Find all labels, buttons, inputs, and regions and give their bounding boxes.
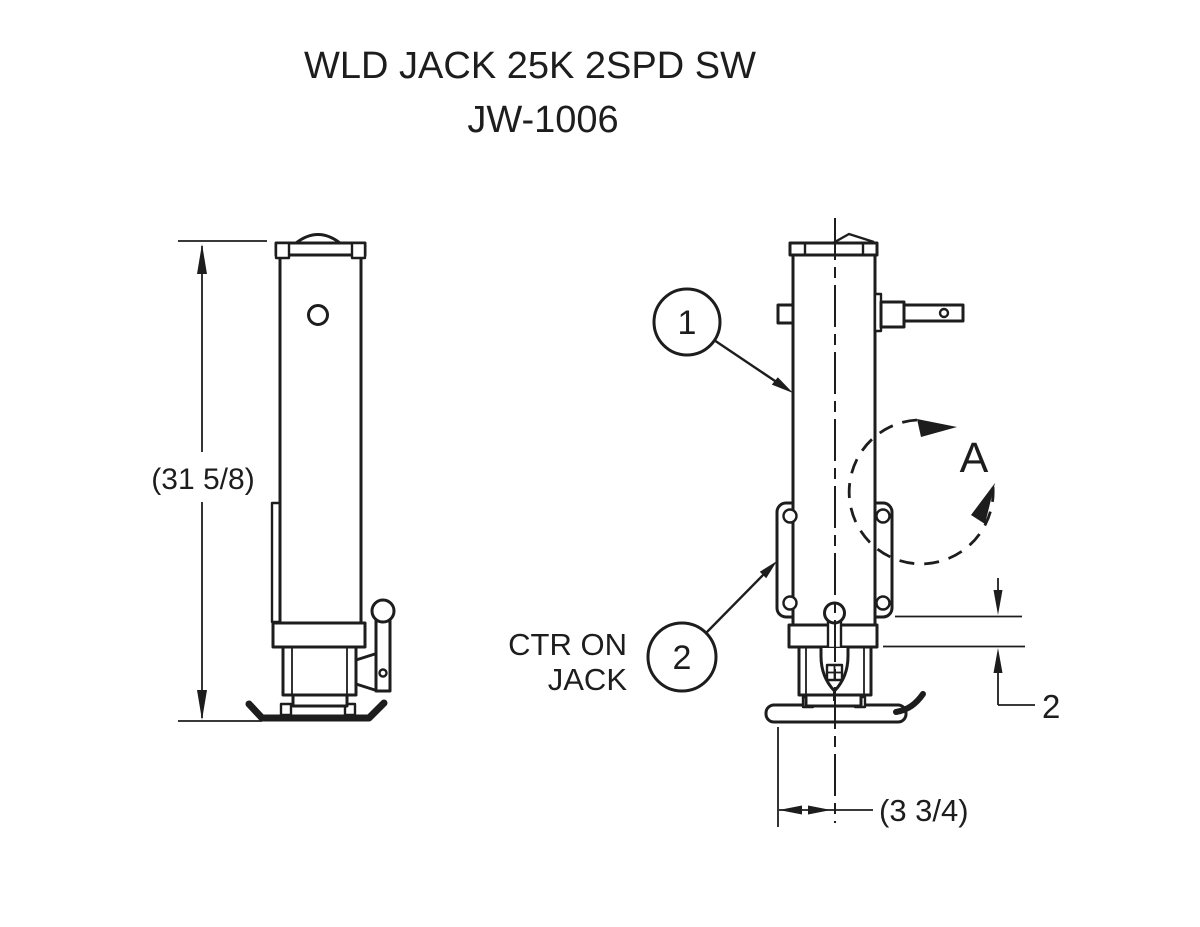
callout-2-leader (705, 572, 766, 634)
crank-gear-block (879, 300, 906, 329)
callout-1-leader (713, 339, 779, 384)
height-dim-label: (31 5/8) (151, 463, 254, 496)
jack-tube-side (278, 252, 363, 625)
cap-dome (295, 233, 341, 245)
bolt-hole-top-right (875, 508, 891, 524)
ctr-on-jack-label: CTR ON JACK (508, 627, 627, 697)
drawing-title: WLD JACK 25K 2SPD SW (304, 45, 756, 87)
swivel-arrow: A (847, 418, 995, 566)
arrowhead-left (779, 805, 802, 815)
foot-ear-left (279, 702, 293, 717)
ctr-label-line1: CTR ON (508, 627, 627, 662)
height-dimension: (31 5/8) (151, 240, 267, 722)
callout-1: 1 (652, 287, 793, 393)
callout-2-arrowhead (759, 561, 777, 579)
gearbox-housing-side (281, 645, 358, 697)
arrowhead-down (197, 690, 207, 720)
bolt-hole-bottom-left (782, 595, 798, 611)
arrowhead-down-small (993, 590, 1003, 615)
callout-1-balloon (652, 287, 722, 357)
cap-tab-right (350, 241, 367, 260)
side-view (245, 233, 396, 722)
crank-handle-stem (374, 619, 392, 693)
crank-shaft (902, 303, 965, 323)
foot-ear-right (343, 702, 357, 717)
crank-handle-ball (370, 598, 396, 624)
foot-hook (893, 691, 926, 715)
bolt-hole-top-left (782, 508, 798, 524)
plate-drop-label: 2 (1042, 688, 1060, 725)
bolt-hole-bottom-right (875, 595, 891, 611)
swivel-arrowhead-top (917, 419, 957, 437)
callout-2-number: 2 (673, 639, 692, 677)
tube-side-tab (776, 303, 795, 325)
foot-plate-side (245, 699, 388, 722)
cap-tab-left (274, 241, 291, 260)
swivel-view-label: A (960, 434, 989, 482)
cap-dome-front (832, 232, 875, 245)
callout-2: 2 (646, 561, 777, 693)
collar-side (271, 621, 367, 649)
arrowhead-up-small (993, 648, 1003, 673)
crank-shaft-hole (938, 307, 950, 319)
title-block: WLD JACK 25K 2SPD SW JW-1006 (304, 45, 756, 141)
swivel-arrowhead-right (971, 483, 995, 524)
swivel-arc (847, 418, 995, 566)
handle-pin-hole (378, 668, 388, 678)
foot-neck-side (291, 693, 349, 708)
center-offset-dimension: (3 3/4) (777, 727, 969, 828)
callout-1-number: 1 (678, 304, 697, 342)
part-number: JW-1006 (467, 99, 618, 141)
arrowhead-up (197, 244, 207, 274)
front-view (764, 218, 965, 823)
ctr-label-line2: JACK (548, 662, 628, 697)
callout-2-balloon (646, 621, 718, 693)
center-offset-label: (3 3/4) (879, 793, 969, 828)
plate-drop-dimension: 2 (883, 578, 1060, 725)
grease-hole (307, 304, 329, 326)
callout-1-arrowhead (771, 377, 793, 393)
arrowhead-right (808, 805, 831, 815)
